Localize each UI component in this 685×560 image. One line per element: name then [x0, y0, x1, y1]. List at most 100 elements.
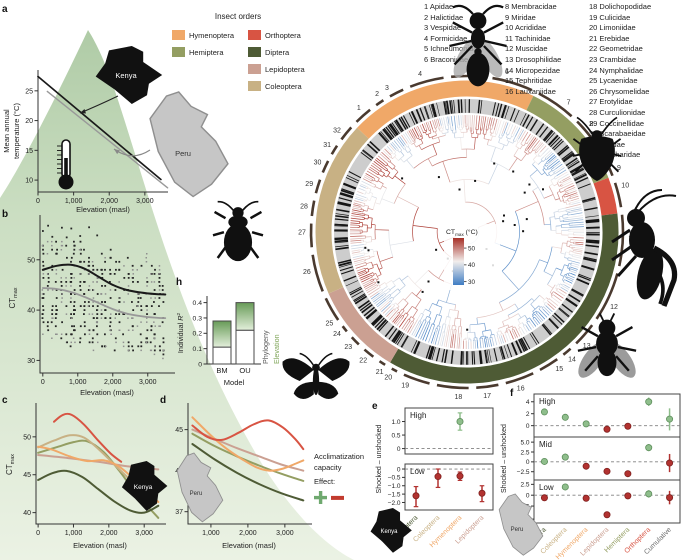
- legend-swatch: [172, 47, 185, 57]
- chart-mark: [448, 325, 451, 329]
- chart-mark: [531, 298, 535, 302]
- chart-mark: [547, 284, 554, 289]
- chart-mark: [387, 175, 393, 180]
- chart-mark: [425, 329, 431, 342]
- chart-mark: [533, 318, 539, 326]
- chart-mark: [353, 256, 365, 261]
- data-point: [603, 467, 611, 475]
- chart-mark: [565, 189, 569, 192]
- chart-mark: [407, 146, 412, 151]
- chart-mark: [463, 179, 466, 203]
- scatter-point: [96, 268, 99, 271]
- chart-mark: [557, 179, 560, 181]
- chart-mark: [574, 173, 587, 182]
- chart-mark: [473, 137, 476, 150]
- chart-mark: [314, 179, 322, 194]
- chart-mark: [574, 250, 583, 253]
- peru-map-label: Peru: [190, 491, 203, 497]
- chart-mark: [504, 333, 509, 342]
- chart-mark: [583, 256, 597, 261]
- scatter-point: [56, 333, 58, 335]
- family-entry: 22 Geometridae: [589, 44, 643, 54]
- chart-mark: [518, 328, 520, 330]
- chart-mark: [396, 333, 405, 346]
- chart-mark: [372, 197, 377, 210]
- chart-mark: [537, 151, 541, 155]
- chart-mark: [578, 273, 592, 280]
- scatter-point: [140, 349, 142, 352]
- chart-mark: [554, 291, 564, 299]
- scatter-point: [132, 329, 134, 331]
- chart-mark: [393, 183, 406, 204]
- scatter-point: [74, 341, 76, 344]
- tick-label: 30: [27, 358, 35, 365]
- tick-label: 0: [41, 379, 45, 386]
- chart-mark: [393, 302, 396, 305]
- chart-mark: [567, 259, 571, 262]
- chart-mark: [424, 320, 427, 325]
- chart-mark: [354, 262, 364, 267]
- chart-mark: [416, 289, 422, 297]
- chart-mark: [350, 239, 362, 242]
- chart-mark: [585, 239, 600, 242]
- subplot-frame: [404, 463, 494, 511]
- chart-mark: [451, 325, 453, 330]
- tick-label: 45: [23, 472, 31, 479]
- chart-mark: [543, 306, 545, 308]
- chart-mark: [349, 286, 362, 294]
- family-number: 10: [621, 182, 629, 189]
- scatter-point: [51, 337, 53, 339]
- scatter-point: [158, 281, 161, 283]
- chart-mark: [364, 174, 372, 180]
- chart-mark: [560, 183, 563, 186]
- chart-mark: [438, 137, 441, 143]
- chart-mark: [413, 340, 420, 354]
- chart-mark: [380, 170, 385, 174]
- legend-item: Hymenoptera: [172, 30, 234, 40]
- chart-mark: [407, 275, 422, 290]
- chart-mark: [553, 175, 557, 178]
- chart-mark: [337, 201, 351, 206]
- chart-mark: [477, 133, 479, 138]
- chart-mark: [416, 137, 418, 139]
- chart-mark: max: [455, 232, 464, 237]
- chart-mark: [539, 358, 559, 372]
- chart-mark: [352, 207, 360, 210]
- scatter-point: [83, 293, 86, 295]
- chart-mark: [476, 383, 499, 390]
- chart-mark: [411, 322, 414, 326]
- chart-mark: [576, 278, 590, 285]
- tick-label: 1,000: [65, 530, 83, 537]
- scatter-point: [70, 227, 73, 230]
- chart-mark: [390, 154, 392, 157]
- chart-mark: [548, 183, 554, 187]
- chart-mark: [310, 200, 316, 217]
- legend-swatch: [248, 47, 261, 57]
- chart-mark: [549, 284, 556, 293]
- chart-mark: [376, 250, 383, 269]
- category-label: BM: [216, 366, 227, 375]
- chart-mark: [545, 301, 548, 304]
- chart-mark: [444, 133, 446, 136]
- chart-mark: [404, 132, 411, 142]
- chart-mark: [419, 107, 426, 121]
- group-label: Low: [410, 467, 425, 476]
- chart-mark: [552, 246, 562, 249]
- chart-mark: [563, 194, 565, 198]
- node-marker: [474, 179, 477, 182]
- chart-mark: [367, 187, 372, 190]
- chart-mark: [450, 126, 452, 131]
- tick-label: 40: [23, 510, 31, 517]
- chart-mark: [365, 285, 376, 292]
- chart-mark: [382, 305, 392, 314]
- chart-mark: [546, 162, 549, 165]
- tick-label: 3,000: [276, 530, 294, 537]
- chart-mark: [460, 351, 463, 365]
- chart-mark: [354, 260, 365, 265]
- family-number: 24: [333, 331, 341, 338]
- chart-mark: [480, 335, 486, 338]
- scatter-point: [83, 305, 86, 307]
- chart-mark: [460, 115, 462, 126]
- chart-mark: [491, 126, 493, 130]
- chart-mark: [490, 132, 492, 136]
